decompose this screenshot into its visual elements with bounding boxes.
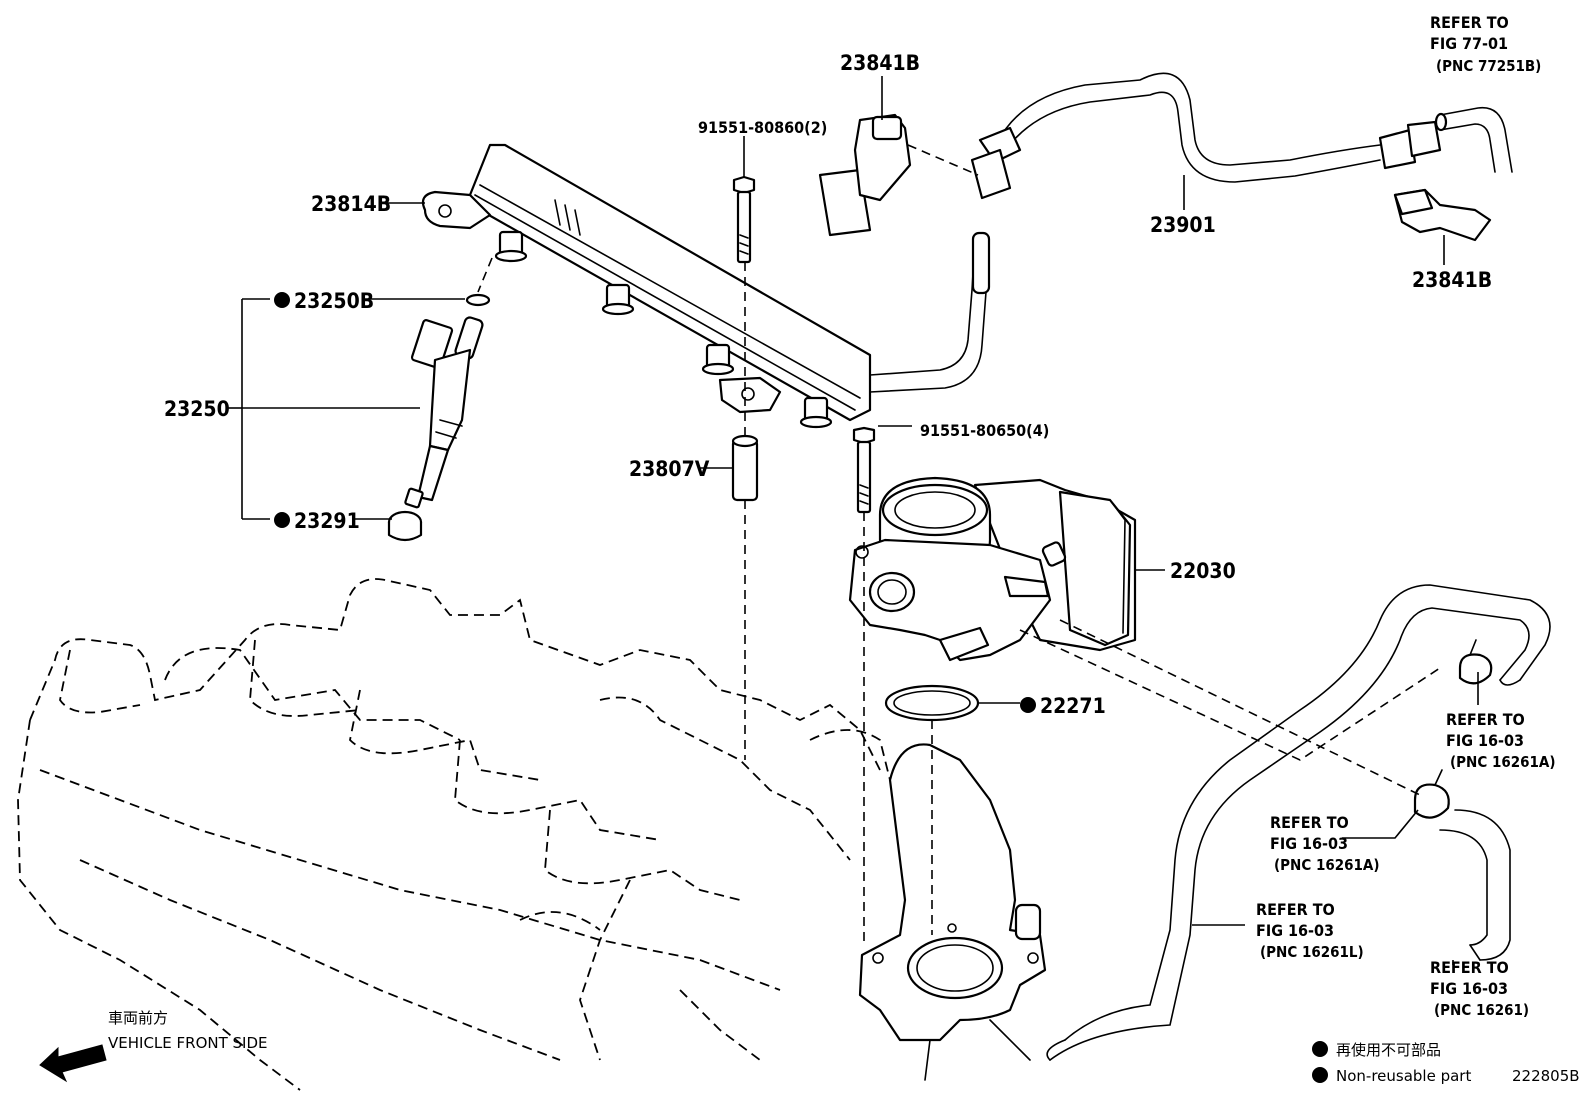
refer-fig77-line1: REFER TO bbox=[1430, 13, 1509, 32]
fuel-hose bbox=[970, 72, 1513, 200]
arrow-left-icon bbox=[39, 1044, 107, 1083]
figure-id: 222805B bbox=[1512, 1067, 1580, 1085]
injector-o-ring bbox=[465, 293, 491, 307]
refer-fig16a-left-line3: (PNC 16261A) bbox=[1274, 856, 1380, 874]
direction-label-en: VEHICLE FRONT SIDE bbox=[108, 1034, 268, 1052]
label-22271: 22271 bbox=[1040, 694, 1106, 718]
refer-fig77-line2: FIG 77-01 bbox=[1430, 34, 1508, 53]
label-23250: 23250 bbox=[164, 397, 230, 421]
label-23901: 23901 bbox=[1150, 213, 1216, 237]
label-23291: 23291 bbox=[294, 509, 360, 533]
non-reusable-dot-22271 bbox=[1020, 697, 1036, 713]
refer-fig16l-line3: (PNC 16261L) bbox=[1260, 943, 1364, 961]
refer-fig16-line2: FIG 16-03 bbox=[1430, 979, 1508, 998]
bolt-91551-80650 bbox=[852, 426, 876, 514]
refer-fig16a-right-line3: (PNC 16261A) bbox=[1450, 753, 1556, 771]
alignment-lines bbox=[477, 144, 1441, 945]
refer-fig16a-right-line2: FIG 16-03 bbox=[1446, 731, 1524, 750]
refer-fig16a-left-line1: REFER TO bbox=[1270, 813, 1349, 832]
non-reusable-dot-23291 bbox=[274, 512, 290, 528]
non-reusable-dot-23250B bbox=[274, 292, 290, 308]
refer-fig16: REFER TO FIG 16-03 (PNC 16261) bbox=[1430, 958, 1529, 1019]
label-23841B-bottom: 23841B bbox=[1412, 268, 1492, 292]
label-91551-80860: 91551-80860(2) bbox=[698, 118, 827, 137]
refer-fig16-a-right: REFER TO FIG 16-03 (PNC 16261A) bbox=[1446, 710, 1556, 771]
refer-fig16l-line2: FIG 16-03 bbox=[1256, 921, 1334, 940]
direction-label-jp: 車両前方 bbox=[108, 1009, 168, 1027]
refer-fig16-l: REFER TO FIG 16-03 (PNC 16261L) bbox=[1256, 900, 1364, 961]
hose-clamp-lower bbox=[1393, 188, 1492, 242]
refer-fig16-line1: REFER TO bbox=[1430, 958, 1509, 977]
refer-fig16l-line1: REFER TO bbox=[1256, 900, 1335, 919]
label-23841B-top: 23841B bbox=[840, 51, 920, 75]
filled-circle-icon bbox=[1312, 1041, 1328, 1057]
refer-fig16a-left-line2: FIG 16-03 bbox=[1270, 834, 1348, 853]
label-22030: 22030 bbox=[1170, 559, 1236, 583]
label-23250B: 23250B bbox=[294, 289, 374, 313]
throttle-body bbox=[848, 476, 1137, 662]
refer-fig16-line3: (PNC 16261) bbox=[1434, 1001, 1529, 1019]
bolt-91551-80860 bbox=[732, 175, 756, 264]
refer-fig77: REFER TO FIG 77-01 (PNC 77251B) bbox=[1430, 13, 1541, 75]
legend-label-jp: 再使用不可部品 bbox=[1336, 1041, 1441, 1059]
throttle-body-gasket bbox=[884, 684, 980, 722]
non-reusable-markers bbox=[274, 292, 1036, 713]
callout-labels: 23841B 23814B 91551-80860(2) 91551-80650… bbox=[164, 51, 1492, 718]
label-23814B: 23814B bbox=[311, 192, 391, 216]
collar-23807V bbox=[731, 434, 759, 502]
injector-insulator bbox=[387, 510, 423, 542]
label-91551-80650: 91551-80650(4) bbox=[920, 421, 1049, 440]
label-23807V: 23807V bbox=[629, 457, 710, 481]
manifold-throttle-flange bbox=[858, 743, 1047, 1081]
leader-lines bbox=[226, 76, 1479, 965]
intake-manifold bbox=[17, 578, 891, 1091]
fuel-rail bbox=[421, 143, 991, 429]
vehicle-front-indicator: 車両前方 VEHICLE FRONT SIDE bbox=[39, 1009, 268, 1083]
hose-clamp-upper bbox=[818, 113, 912, 237]
water-hose-short bbox=[1439, 809, 1511, 961]
refer-fig16a-right-line1: REFER TO bbox=[1446, 710, 1525, 729]
refer-fig77-line3: (PNC 77251B) bbox=[1436, 57, 1541, 75]
water-hose-clamps bbox=[1413, 639, 1493, 819]
water-hose-long bbox=[1046, 584, 1551, 1061]
fuel-injector bbox=[404, 316, 484, 509]
legend: 再使用不可部品 Non-reusable part bbox=[1312, 1041, 1471, 1085]
legend-label-en: Non-reusable part bbox=[1336, 1067, 1471, 1085]
refer-fig16-a-left: REFER TO FIG 16-03 (PNC 16261A) bbox=[1270, 813, 1380, 874]
filled-circle-icon bbox=[1312, 1067, 1328, 1083]
